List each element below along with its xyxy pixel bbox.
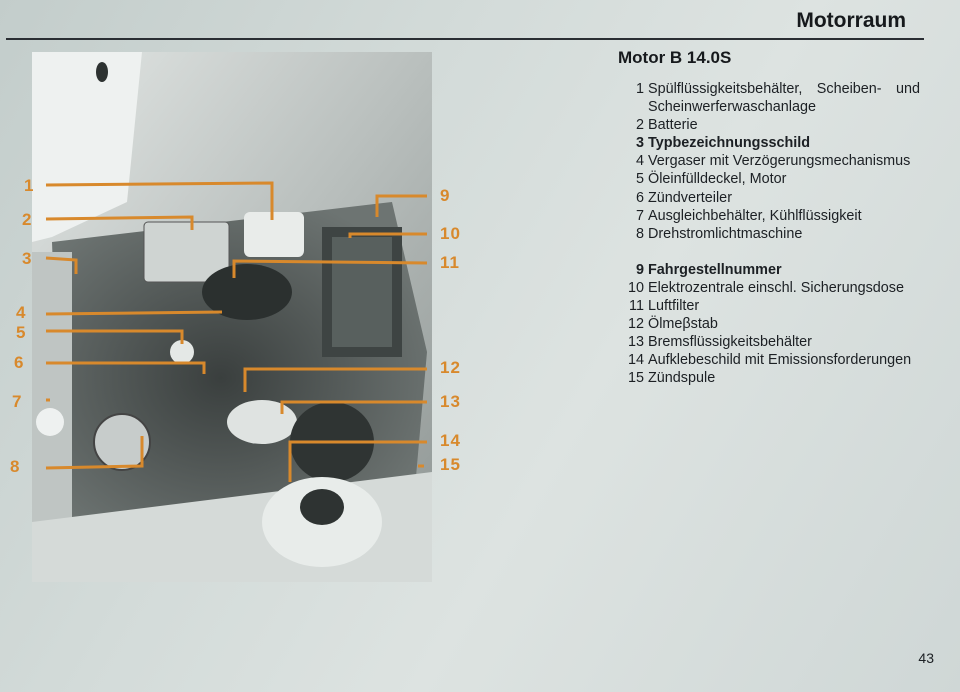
page-number: 43	[918, 650, 934, 666]
bleed-through-text	[540, 8, 544, 26]
section-title: Motor B 14.0S	[618, 48, 732, 67]
legend-item-text: Fahrgestellnummer	[648, 261, 782, 278]
legend-item-text: Batterie	[648, 117, 698, 134]
legend-item-number: 7	[635, 207, 644, 224]
legend-item-number: 12	[627, 316, 644, 333]
legend-item-text: Vergaser mit Verzögerungsmechanismus	[648, 153, 911, 170]
legend-item-text: Typbezeichnungsschild	[648, 135, 811, 152]
legend-item-number: 3	[635, 135, 644, 152]
legend-item-number: 13	[627, 334, 644, 351]
page-header-title: Motorraum	[796, 9, 906, 32]
legend-item-text: Bremsflüssigkeitsbehälter	[648, 334, 812, 351]
legend-item-text: Öleinfülldeckel, Motor	[648, 171, 787, 188]
legend-item-number: 8	[635, 225, 644, 242]
legend-item-text: Luftfilter	[648, 298, 700, 315]
legend-item-text: Ausgleichbehälter, Kühlflüssigkeit	[648, 207, 862, 224]
legend-item-text: Drehstromlichtmaschine	[648, 225, 803, 242]
legend-item-text: Elektrozentrale einschl. Sicherungsdose	[648, 279, 904, 296]
legend-item-number: 10	[627, 279, 644, 296]
legend-item-text: Spülflüssigkeitsbehälter, Scheiben- und …	[648, 81, 920, 116]
legend-spacer	[616, 243, 920, 261]
legend-item-number: 5	[635, 171, 644, 188]
legend-item-text: Zündverteiler	[648, 189, 732, 206]
legend-item-number: 14	[627, 352, 644, 369]
legend-item-text: Zündspule	[648, 370, 716, 387]
legend-item-text: Aufklebeschild mit Emissionsforderungen	[648, 352, 912, 369]
legend-item-number: 1	[635, 81, 644, 97]
header-divider	[6, 38, 924, 40]
engine-bay-photo	[32, 52, 432, 582]
legend-item-number: 9	[635, 261, 644, 278]
legend-item-number: 2	[635, 117, 644, 134]
legend-item-number: 6	[635, 189, 644, 206]
legend-item-number: 11	[629, 298, 644, 315]
legend-item-number: 4	[635, 153, 644, 170]
legend-item-text: Ölmeβstab	[648, 316, 718, 333]
legend-item-number: 15	[627, 370, 644, 387]
